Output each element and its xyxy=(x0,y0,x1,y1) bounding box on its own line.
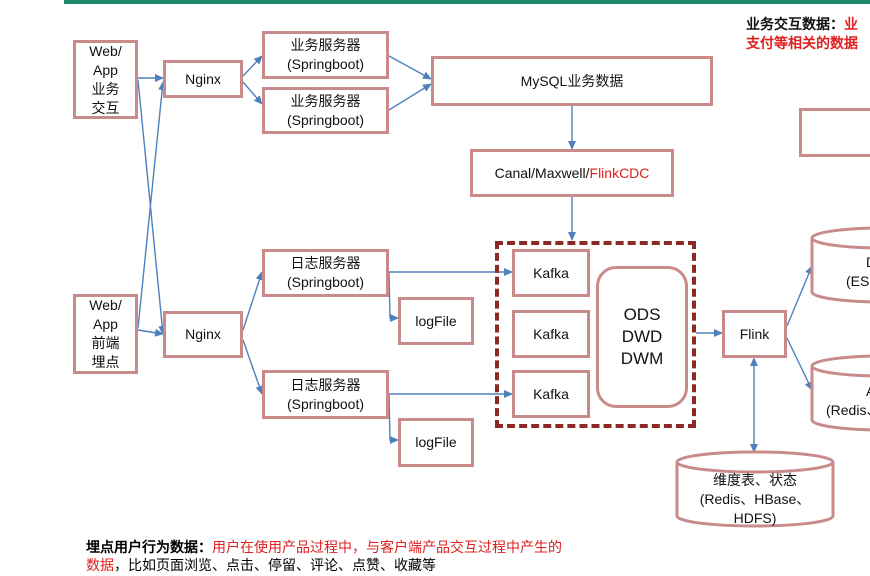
flink-box: Flink xyxy=(722,310,787,358)
flink-label: Flink xyxy=(739,325,770,342)
business-server-1-title: 业务服务器 xyxy=(290,37,361,53)
header-accent-bar xyxy=(64,0,870,4)
logfile-box-2: logFile xyxy=(398,418,474,467)
web-app-interaction-line-3: 业务 xyxy=(91,80,120,97)
mysql-label: MySQL业务数据 xyxy=(520,72,624,89)
web-app-tracking-line-1: Web/ xyxy=(89,297,122,313)
dimension-store-line-3: HDFS) xyxy=(733,510,777,526)
nginx-bottom-box: Nginx xyxy=(163,311,243,358)
web-app-tracking-line-2: App xyxy=(93,316,118,332)
tracking-data-rest: ，比如页面浏览、点击、停留、评论、点赞、收藏等 xyxy=(114,557,436,573)
business-data-text-line2: 支付等相关的数据 xyxy=(746,35,858,51)
log-server-2-subtitle: (Springboot) xyxy=(286,395,365,412)
right-bottom-store-line-2: (Redis、 xyxy=(826,402,870,418)
log-server-1: 日志服务器 (Springboot) xyxy=(262,249,389,297)
logfile-1-label: logFile xyxy=(415,312,457,329)
right-top-store-line-1: D xyxy=(846,253,870,272)
log-server-2: 日志服务器 (Springboot) xyxy=(262,370,389,419)
business-server-2-title: 业务服务器 xyxy=(290,92,361,109)
right-bottom-store-line-1: A xyxy=(826,382,870,401)
flinkcdc-label: FlinkCDC xyxy=(589,164,650,181)
kafka-box-2: Kafka xyxy=(512,310,590,358)
business-server-2: 业务服务器 (Springboot) xyxy=(262,87,389,134)
realtime-processing-region xyxy=(495,241,696,428)
kafka-box-1: Kafka xyxy=(512,249,590,297)
kafka-box-3: Kafka xyxy=(512,370,590,418)
log-server-2-title: 日志服务器 xyxy=(290,376,361,393)
business-data-note: 业务交互数据：业 支付等相关的数据 xyxy=(746,15,858,53)
dimension-store-body xyxy=(675,462,835,528)
dimension-store-line-2: (Redis、HBase、 xyxy=(699,491,811,507)
right-top-store-line-2: (ES xyxy=(846,273,870,289)
tracking-data-note: 埋点用户行为数据：用户在使用产品过程中，与客户端产品交互过程中产生的 数据，比如… xyxy=(86,538,562,574)
web-app-tracking-line-3: 前端 xyxy=(91,335,120,351)
web-app-interaction-box: Web/ App 业务 交互 xyxy=(73,40,138,119)
web-app-interaction-line-1: Web/ xyxy=(89,42,122,59)
web-app-tracking-box: Web/ App 前端 埋点 xyxy=(73,294,138,374)
business-server-2-subtitle: (Springboot) xyxy=(286,111,365,128)
partial-box-right xyxy=(799,108,870,157)
warehouse-layers-box: ODS DWD DWM xyxy=(596,266,688,408)
kafka-1-label: Kafka xyxy=(533,264,569,281)
kafka-2-label: Kafka xyxy=(533,325,569,342)
tracking-data-label: 埋点用户行为数据： xyxy=(86,539,212,555)
logfile-box-1: logFile xyxy=(398,297,474,345)
layer-dwm: DWM xyxy=(620,349,664,368)
log-server-1-title: 日志服务器 xyxy=(290,255,361,271)
cdc-label: Canal/Maxwell/ xyxy=(494,164,590,181)
layer-dwd: DWD xyxy=(621,327,663,346)
business-server-1: 业务服务器 (Springboot) xyxy=(262,31,389,79)
right-top-store-text: D (ES xyxy=(846,253,870,291)
logfile-2-label: logFile xyxy=(415,434,457,450)
dimension-store-top xyxy=(675,450,835,474)
layer-ods: ODS xyxy=(623,305,661,324)
web-app-interaction-line-2: App xyxy=(93,61,118,78)
kafka-3-label: Kafka xyxy=(533,385,569,402)
nginx-bottom-label: Nginx xyxy=(185,326,221,342)
right-bottom-store-text: A (Redis、 xyxy=(826,382,870,420)
dimension-store-line-1: 维度表、状态 xyxy=(713,472,797,488)
nginx-top-label: Nginx xyxy=(185,70,221,87)
log-server-1-subtitle: (Springboot) xyxy=(286,274,365,290)
cdc-box: Canal/Maxwell/FlinkCDC xyxy=(470,149,674,197)
tracking-data-red-2: 数据 xyxy=(86,557,114,573)
business-data-text: 业 xyxy=(844,16,858,32)
web-app-tracking-line-4: 埋点 xyxy=(91,354,120,370)
web-app-interaction-line-4: 交互 xyxy=(91,99,120,116)
business-server-1-subtitle: (Springboot) xyxy=(286,56,365,72)
business-data-label: 业务交互数据： xyxy=(746,16,844,32)
tracking-data-red-1: 用户在使用产品过程中，与客户端产品交互过程中产生的 xyxy=(212,539,562,555)
dimension-store-text: 维度表、状态 (Redis、HBase、 HDFS) xyxy=(677,471,833,528)
nginx-top-box: Nginx xyxy=(163,60,243,98)
mysql-business-data-box: MySQL业务数据 xyxy=(431,56,713,106)
